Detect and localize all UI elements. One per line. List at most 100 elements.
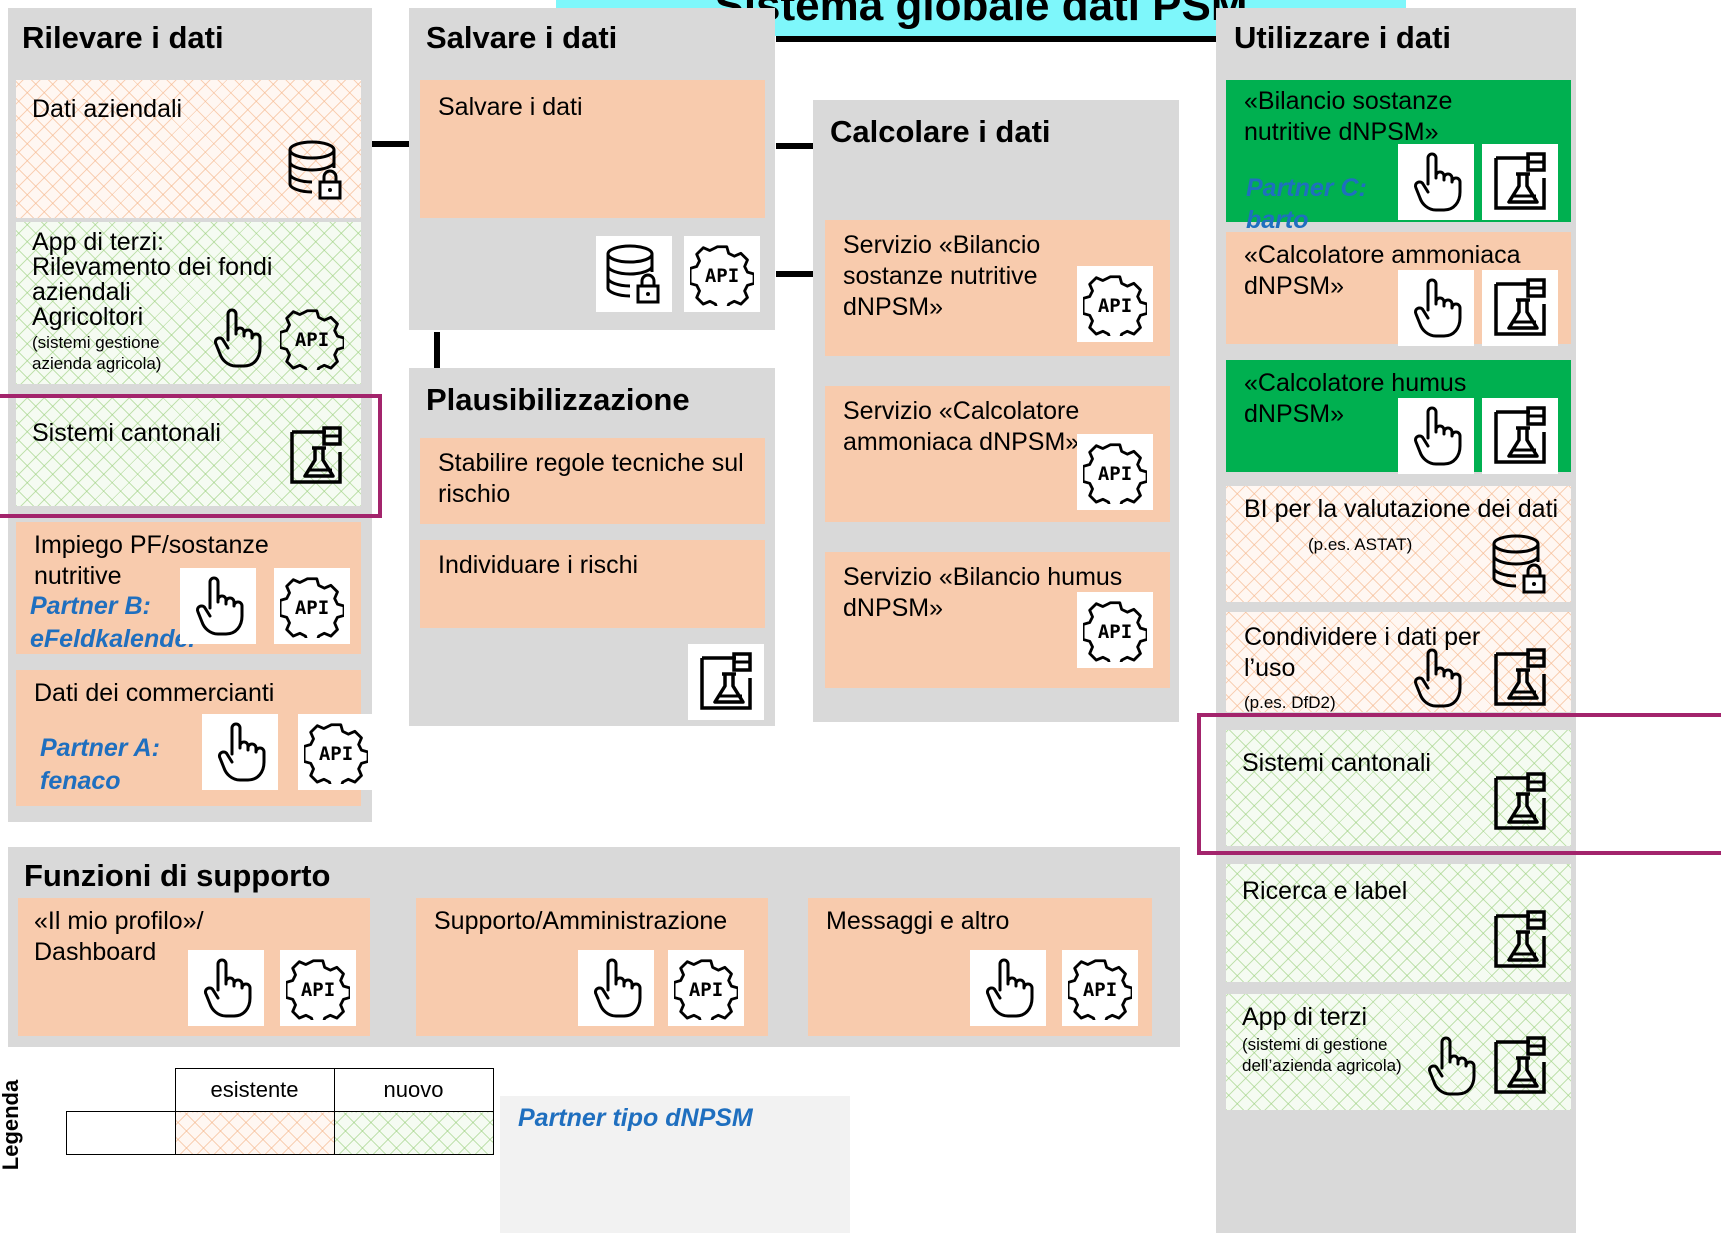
item-label: Individuare i rischi (438, 551, 639, 579)
hand-pointer-icon (1412, 1028, 1488, 1104)
hand-pointer-icon (180, 568, 256, 644)
database-lock-icon (1482, 526, 1558, 602)
item-label: Agricoltori (32, 303, 144, 331)
heading-rilevare: Rilevare i dati (22, 20, 224, 55)
item-label: «Calcolatore ammoniaca dNPSM» (1244, 241, 1521, 300)
item-label: Servizio «Bilancio sostanze nutritive dN… (843, 231, 1041, 321)
partner-label: Partner A: fenaco (40, 734, 160, 795)
item-label: Condividere i dati per l’uso (1244, 623, 1481, 682)
partner-label: Partner C: barto (1246, 174, 1367, 234)
heading-salvare: Salvare i dati (426, 20, 618, 55)
highlight-frame (1197, 713, 1721, 855)
item-sistemi-cantonali-left: Sistemi cantonali (16, 396, 361, 506)
item-label: Servizio «Calcolatore ammoniaca dNPSM» (843, 397, 1080, 456)
item-label: Ricerca e label (1242, 877, 1408, 905)
heading-plausibilizzazione: Plausibilizzazione (426, 382, 690, 417)
item-messaggi: Messaggi e altro (808, 898, 1152, 1036)
item-app-terzi-right: App di terzi (sistemi di gestione dell’a… (1226, 994, 1571, 1110)
lab-report-icon (1482, 902, 1558, 978)
item-label: Messaggi e altro (826, 907, 1010, 935)
item-app-terzi: App di terzi: Rilevamento dei fondi azie… (16, 222, 361, 384)
connector-line (776, 271, 814, 277)
lab-report-icon (1482, 144, 1558, 220)
api-gear-icon (668, 950, 744, 1026)
api-gear-icon (1062, 950, 1138, 1026)
heading-calcolare: Calcolare i dati (830, 114, 1051, 149)
item-impiego-pf: Impiego PF/sostanze nutritive Partner B:… (16, 522, 361, 654)
hand-pointer-icon (1398, 270, 1474, 346)
lab-report-icon (1482, 640, 1558, 716)
legend-new: nuovo (333, 1068, 494, 1112)
item-label: BI per la valutazione dei dati (1244, 495, 1559, 523)
lab-report-icon (1482, 398, 1558, 474)
api-gear-icon (684, 236, 760, 312)
item-note: (sistemi di gestione dell’azienda agrico… (1242, 1035, 1402, 1075)
hand-pointer-icon (188, 950, 264, 1026)
connector-line (776, 36, 1216, 42)
partner-label: Partner B: eFeldkalender (30, 592, 199, 653)
connector-line (434, 332, 440, 368)
heading-utilizzare: Utilizzare i dati (1234, 20, 1452, 55)
item-label: Impiego PF/sostanze nutritive (34, 531, 269, 590)
item-label: App di terzi: (32, 228, 165, 256)
database-lock-icon (596, 236, 672, 312)
item-servizio-ammoniaca: Servizio «Calcolatore ammoniaca dNPSM» (825, 386, 1170, 522)
connector-line (776, 143, 814, 149)
api-gear-icon (1077, 592, 1153, 668)
item-ricerca-label: Ricerca e label (1226, 864, 1571, 982)
item-label: «Bilancio sostanze nutritive dNPSM» (1244, 87, 1453, 146)
highlight-frame (0, 394, 382, 518)
connector-line (372, 141, 410, 147)
item-dati-commercianti: Dati dei commercianti Partner A: fenaco (16, 670, 374, 806)
item-salvare: Salvare i dati (420, 80, 765, 218)
lab-report-icon (1482, 270, 1558, 346)
item-label: «Il mio profilo»/ Dashboard (34, 907, 204, 966)
item-calcolatore-humus: «Calcolatore humus dNPSM» (1226, 360, 1571, 474)
item-rischi: Individuare i rischi (420, 540, 765, 628)
api-gear-icon (1077, 434, 1153, 510)
legend-partner-box (500, 1096, 850, 1233)
item-note: (p.es. DfD2) (1244, 693, 1336, 712)
item-label: Sistemi cantonali (32, 419, 221, 447)
hand-pointer-icon (970, 950, 1046, 1026)
item-note: (p.es. ASTAT) (1308, 535, 1413, 554)
legend-title: Legenda (0, 1079, 24, 1171)
item-calcolatore-ammoniaca: «Calcolatore ammoniaca dNPSM» (1226, 232, 1571, 346)
legend-partner-label: Partner tipo dNPSM (518, 1104, 753, 1132)
hand-pointer-icon (1398, 144, 1474, 220)
legend-existing: esistente (174, 1068, 335, 1112)
item-supporto-amministrazione: Supporto/Amministrazione (416, 898, 768, 1036)
item-regole: Stabilire regole tecniche sul rischio (420, 438, 765, 524)
item-label: Sistemi cantonali (1242, 749, 1431, 777)
item-servizio-bilancio: Servizio «Bilancio sostanze nutritive dN… (825, 220, 1170, 356)
hand-pointer-icon (578, 950, 654, 1026)
item-label: «Calcolatore humus dNPSM» (1244, 369, 1467, 428)
item-label: Stabilire regole tecniche sul rischio (438, 449, 744, 508)
item-bilancio-sostanze: «Bilancio sostanze nutritive dNPSM» Part… (1226, 80, 1571, 234)
item-sistemi-cantonali-right: Sistemi cantonali (1226, 730, 1571, 846)
item-label: Dati dei commercianti (34, 679, 275, 707)
item-label: Rilevamento dei fondi aziendali (32, 253, 273, 306)
hand-pointer-icon (198, 300, 274, 376)
item-label: Salvare i dati (438, 93, 583, 121)
item-bi-valutazione: BI per la valutazione dei dati (p.es. AS… (1226, 486, 1571, 602)
legend-table: esistente nuovo (66, 1068, 494, 1155)
api-gear-icon (1077, 266, 1153, 342)
item-label: Supporto/Amministrazione (434, 907, 728, 935)
diagram-title: Sistema globale dati PSM (714, 0, 1248, 30)
database-lock-icon (278, 132, 354, 208)
item-mio-profilo: «Il mio profilo»/ Dashboard (18, 898, 370, 1036)
item-note: (sistemi gestione azienda agricola) (32, 333, 162, 373)
item-dati-aziendali: Dati aziendali (16, 80, 361, 218)
item-servizio-humus: Servizio «Bilancio humus dNPSM» (825, 552, 1170, 688)
item-condividere: Condividere i dati per l’uso (p.es. DfD2… (1226, 612, 1571, 712)
api-gear-icon (274, 568, 350, 644)
lab-report-icon (688, 644, 764, 720)
hand-pointer-icon (202, 714, 278, 790)
item-label: Servizio «Bilancio humus dNPSM» (843, 563, 1123, 622)
api-gear-icon (274, 300, 350, 376)
hand-pointer-icon (1398, 398, 1474, 474)
item-label: App di terzi (1242, 1003, 1368, 1031)
api-gear-icon (280, 950, 356, 1026)
hand-pointer-icon (1398, 640, 1474, 716)
